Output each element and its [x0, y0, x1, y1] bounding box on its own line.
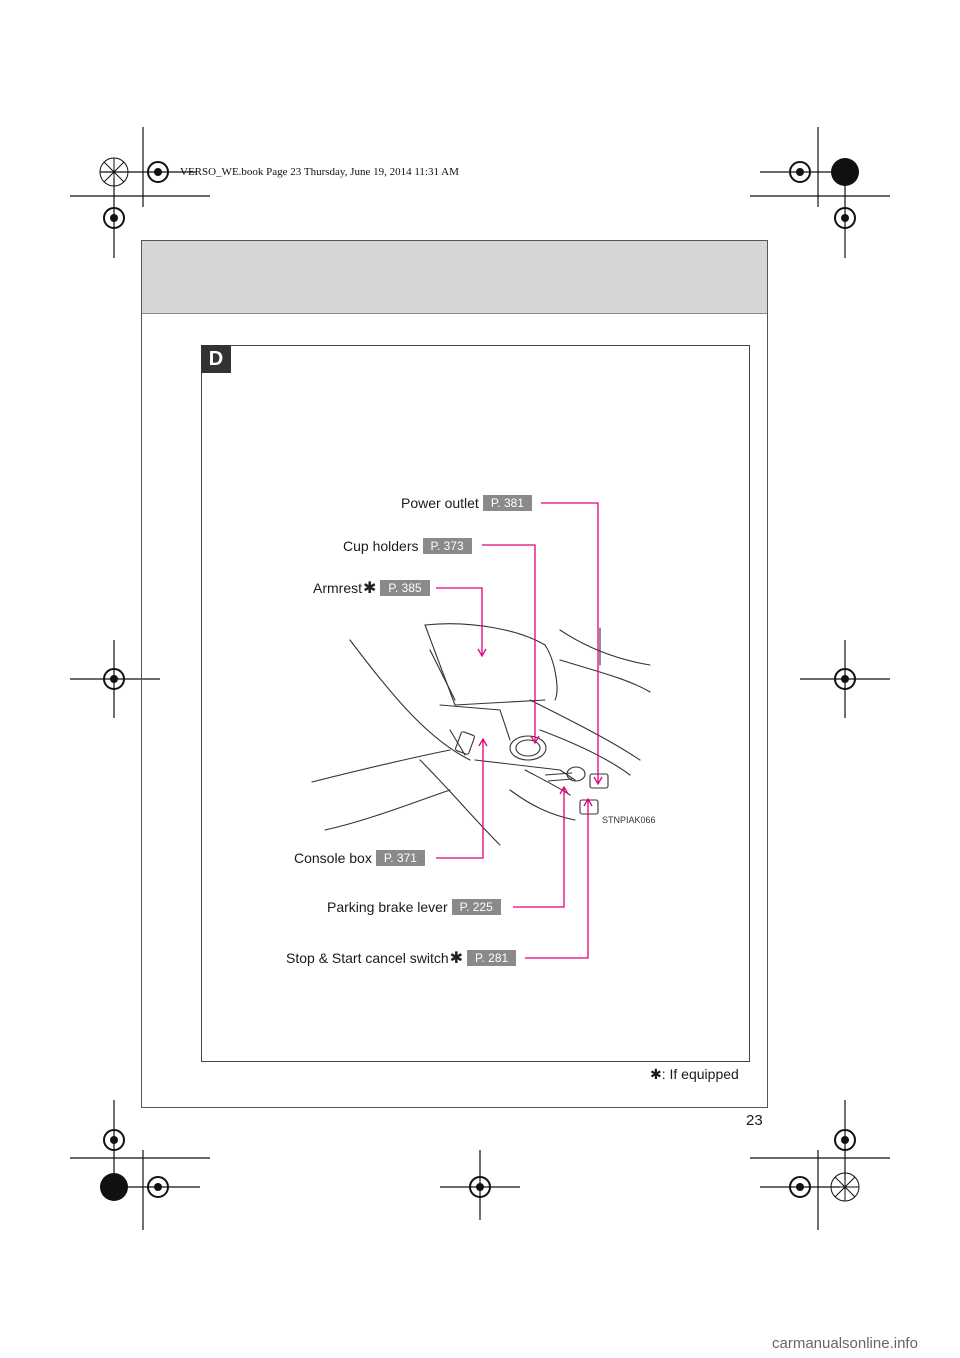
footnote-text: : If equipped	[661, 1066, 739, 1082]
section-header-band	[142, 241, 767, 314]
section-tab: D	[201, 345, 231, 373]
page-number: 23	[746, 1112, 763, 1129]
leader-parking-brake	[513, 788, 565, 908]
callout-console-box: Console box P. 371	[294, 849, 425, 867]
print-header: VERSO_WE.book Page 23 Thursday, June 19,…	[180, 166, 459, 178]
parking-brake-page-ref[interactable]: P. 225	[451, 899, 501, 915]
leader-armrest	[436, 587, 483, 655]
power-outlet-page-ref[interactable]: P. 381	[482, 495, 532, 511]
armrest-label: Armrest	[313, 580, 362, 596]
cup-holders-label: Cup holders	[343, 538, 419, 554]
stop-start-page-ref[interactable]: P. 281	[467, 950, 517, 966]
footnote-star-icon: ✱	[650, 1066, 662, 1082]
console-box-label: Console box	[294, 850, 372, 866]
callout-stop-start-switch: Stop & Start cancel switch ✱ P. 281	[286, 949, 517, 967]
if-equipped-star-icon: ✱	[449, 950, 464, 967]
parking-brake-label: Parking brake lever	[327, 899, 448, 915]
illustration-code: STNPIAK066	[602, 815, 656, 825]
armrest-page-ref[interactable]: P. 385	[380, 580, 430, 596]
callout-parking-brake-lever: Parking brake lever P. 225	[327, 898, 501, 916]
leader-power-outlet	[541, 502, 599, 783]
power-outlet-label: Power outlet	[401, 495, 479, 511]
if-equipped-star-icon: ✱	[363, 580, 377, 597]
illustration-panel	[201, 345, 750, 1062]
callout-power-outlet: Power outlet P. 381	[401, 494, 532, 512]
page-frame	[141, 240, 768, 1108]
stop-start-label: Stop & Start cancel switch	[286, 950, 449, 966]
footnote: ✱: If equipped	[650, 1066, 739, 1083]
leader-console-box	[436, 740, 484, 859]
leader-cup-holders	[482, 544, 536, 742]
leader-stop-start	[525, 800, 589, 959]
cup-holders-page-ref[interactable]: P. 373	[422, 538, 472, 554]
footer-watermark[interactable]: carmanualsonline.info	[772, 1335, 918, 1352]
console-box-page-ref[interactable]: P. 371	[375, 850, 425, 866]
callout-cup-holders: Cup holders P. 373	[343, 537, 472, 555]
callout-armrest: Armrest ✱ P. 385	[313, 579, 430, 597]
